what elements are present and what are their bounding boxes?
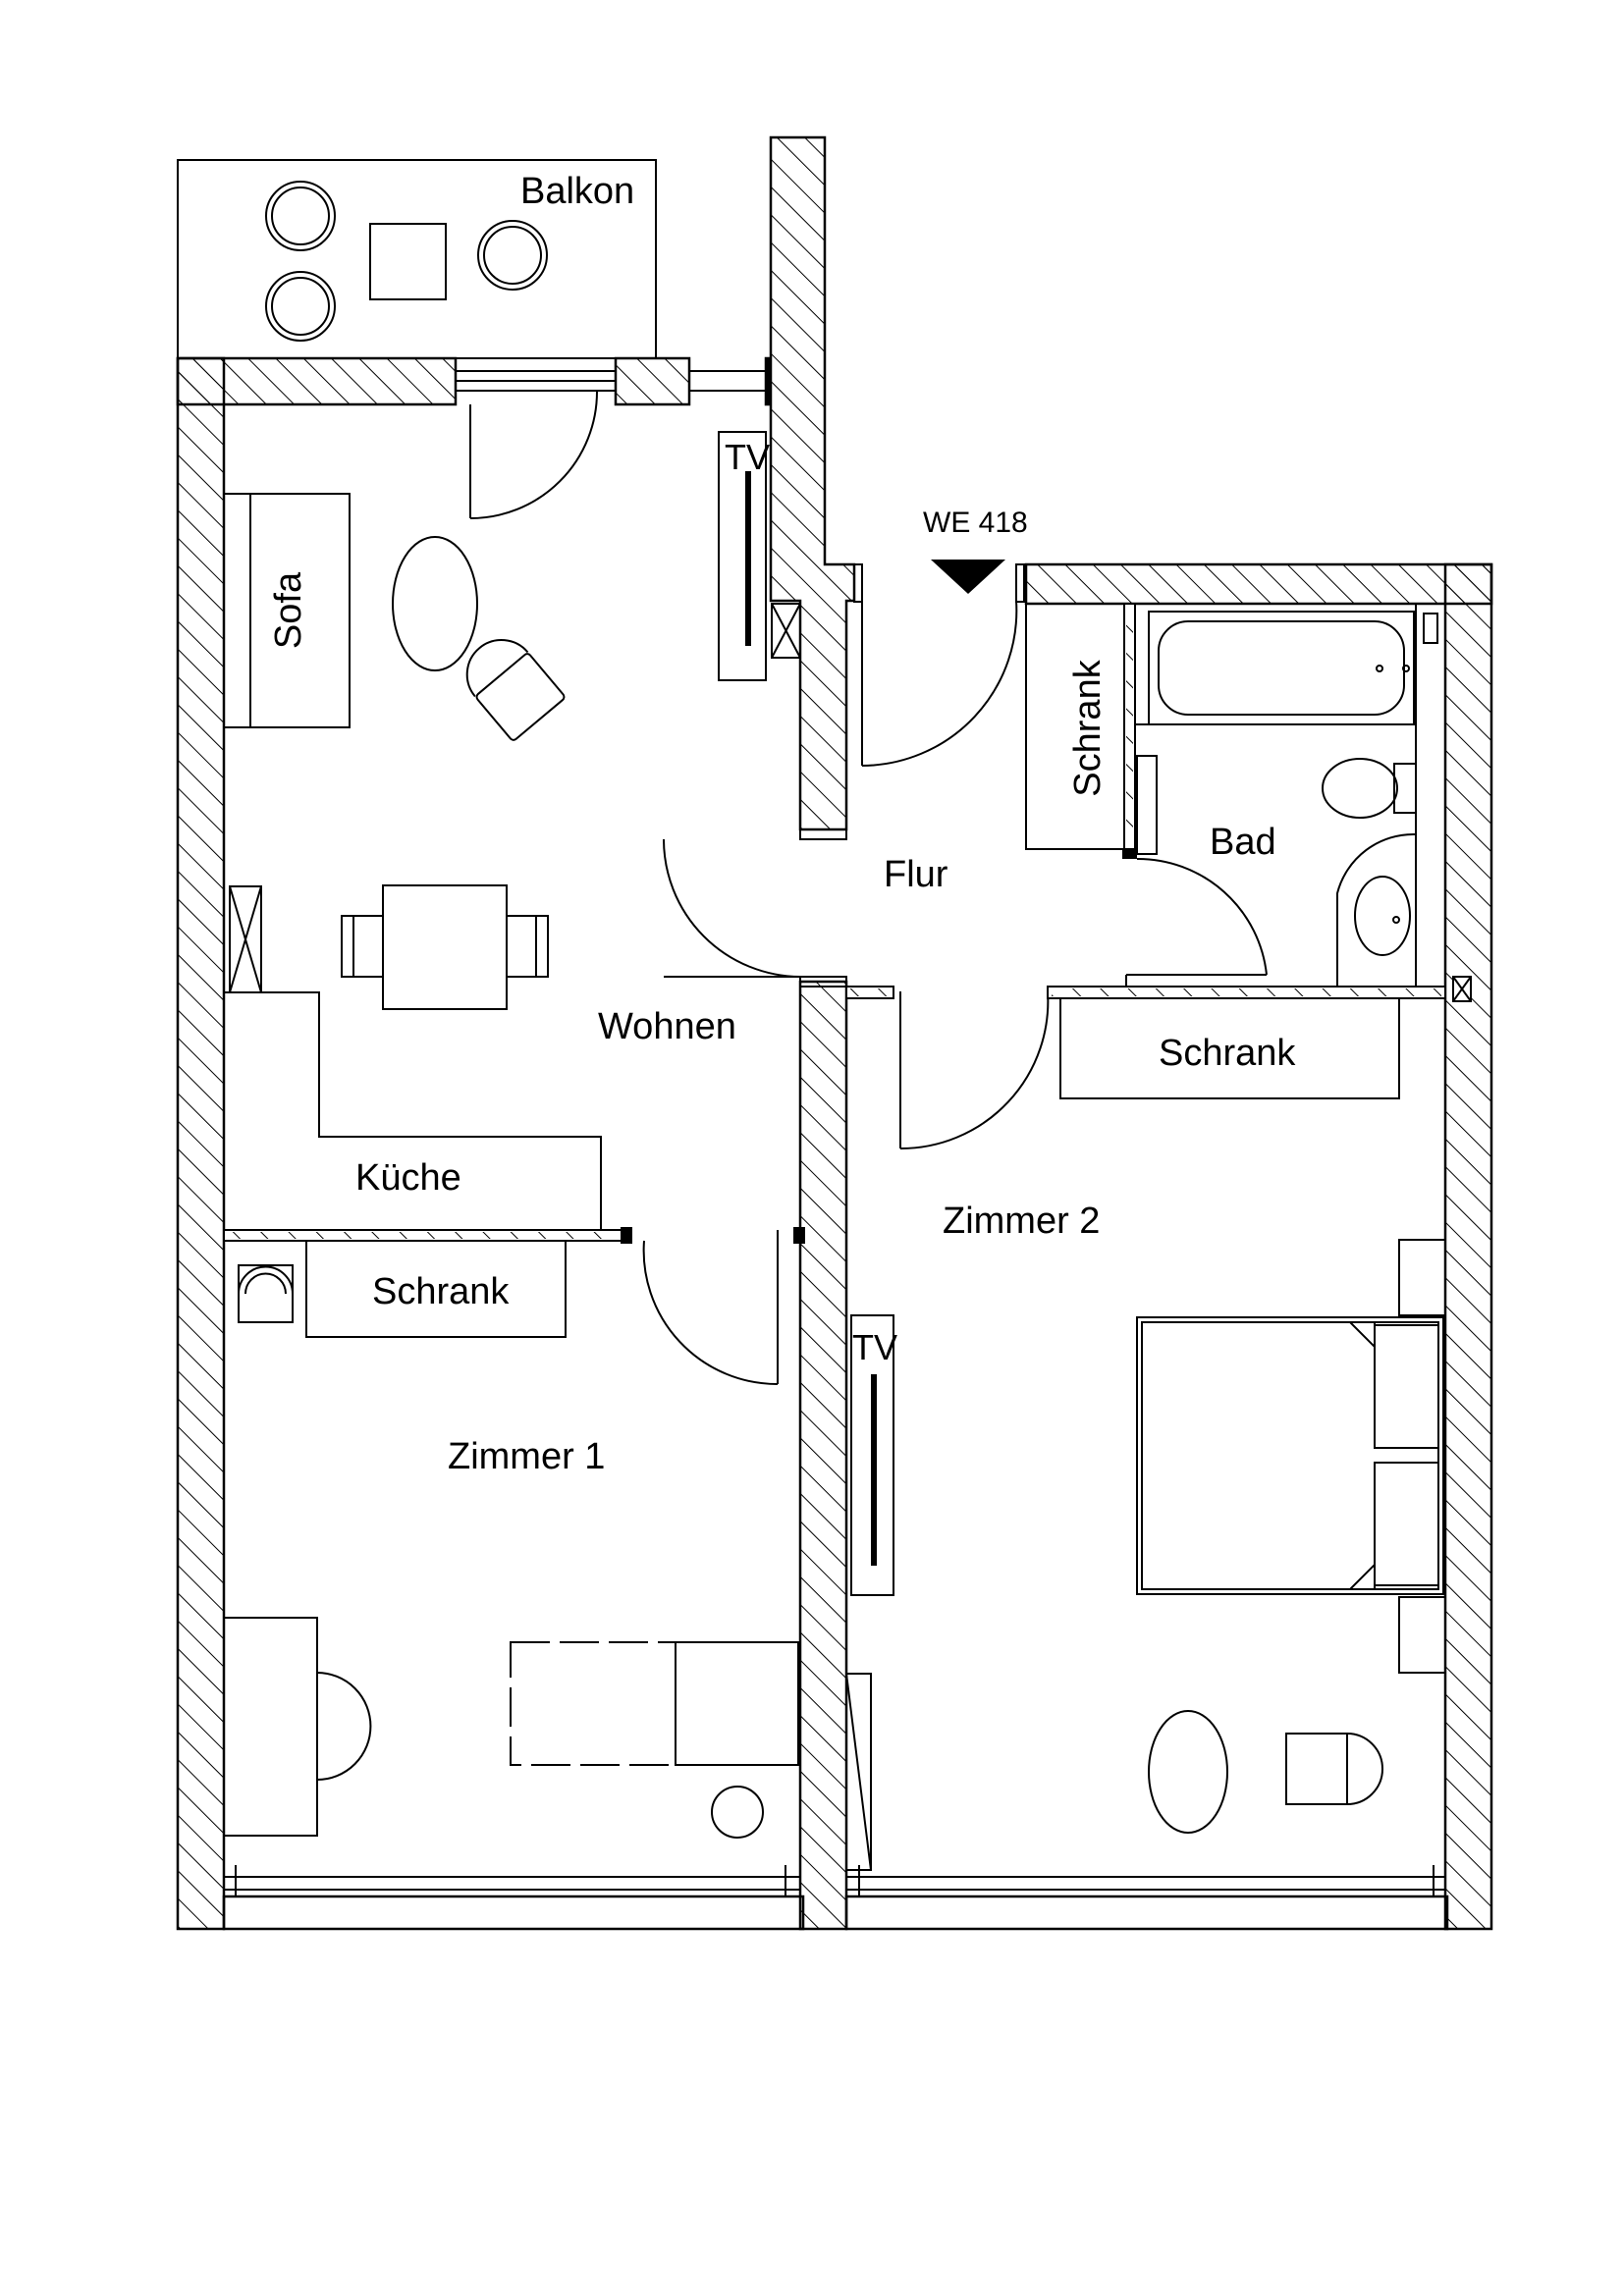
label-zimmer1: Zimmer 1 bbox=[448, 1436, 605, 1477]
label-balkon: Balkon bbox=[520, 171, 634, 212]
label-tv-room2: TV bbox=[852, 1327, 897, 1367]
balcony-door bbox=[455, 370, 772, 519]
label-tv-living: TV bbox=[725, 437, 770, 477]
walls bbox=[176, 135, 1493, 1931]
label-kueche: Küche bbox=[355, 1157, 461, 1199]
room-labels: Balkon Sofa TV WE 418 Schrank Bad Flur W… bbox=[268, 171, 1296, 1477]
label-schrank-hallway: Schrank bbox=[1067, 659, 1109, 796]
label-schrank-room2: Schrank bbox=[1159, 1033, 1296, 1074]
label-schrank-room1: Schrank bbox=[372, 1271, 510, 1312]
balcony bbox=[177, 159, 657, 359]
label-wohnen: Wohnen bbox=[598, 1006, 736, 1047]
label-zimmer2: Zimmer 2 bbox=[943, 1201, 1100, 1242]
bottom-windows bbox=[224, 1673, 1445, 1896]
label-flur: Flur bbox=[884, 854, 948, 895]
bathroom bbox=[1125, 603, 1446, 988]
label-apartment-number: WE 418 bbox=[923, 507, 1028, 539]
label-bad: Bad bbox=[1210, 822, 1276, 863]
living-room-furniture bbox=[223, 431, 801, 1230]
room2-furniture bbox=[850, 997, 1446, 1834]
label-sofa: Sofa bbox=[268, 571, 309, 649]
room1-furniture bbox=[223, 1230, 799, 1839]
hallway bbox=[663, 560, 1472, 1150]
